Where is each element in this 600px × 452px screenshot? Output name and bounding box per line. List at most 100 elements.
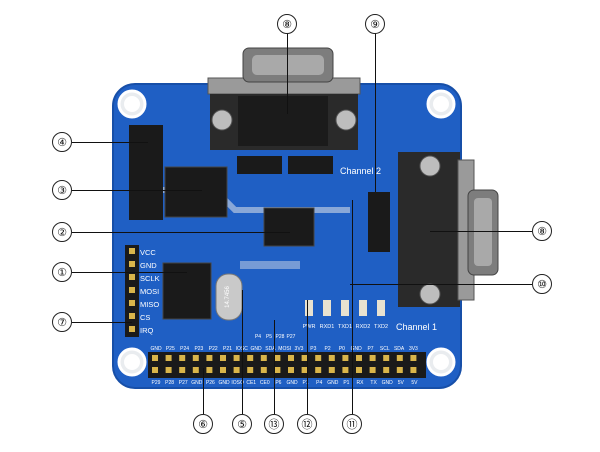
gpio-pin bbox=[369, 367, 376, 373]
pin-label-top: SDA bbox=[265, 346, 276, 352]
gpio-pin bbox=[192, 367, 199, 373]
pin-label-bottom: GND bbox=[382, 380, 394, 386]
gpio-pin bbox=[410, 355, 417, 361]
leader-13 bbox=[274, 320, 275, 414]
gpio-pin bbox=[247, 355, 254, 361]
db9-connector-top bbox=[207, 47, 361, 150]
pin-label-bottom: GND bbox=[286, 380, 298, 386]
callout-4: ④ bbox=[52, 132, 72, 152]
leader-2 bbox=[72, 232, 290, 233]
channel-1-label: Channel 1 bbox=[396, 322, 437, 332]
leader-1 bbox=[72, 272, 187, 273]
gpio-pin bbox=[328, 355, 335, 361]
callout-5: ⑤ bbox=[232, 414, 252, 434]
gpio-pin bbox=[220, 367, 226, 373]
channel-2-label: Channel 2 bbox=[340, 166, 381, 176]
pin-label-top: P3 bbox=[310, 346, 316, 352]
gpio-pin bbox=[328, 367, 335, 373]
header-label-gnd: GND bbox=[140, 261, 157, 270]
db9-connector-right bbox=[398, 152, 499, 307]
gpio-pin bbox=[383, 367, 390, 373]
leader-11 bbox=[352, 200, 353, 414]
pin-label-bottom: GND bbox=[327, 380, 339, 386]
gpio-pin bbox=[342, 355, 349, 361]
gpio-pin bbox=[356, 355, 362, 361]
leader-9 bbox=[375, 32, 376, 192]
callout-7: ⑦ bbox=[52, 312, 72, 332]
pin-label-bottom: 5V bbox=[411, 380, 418, 386]
header-pin bbox=[129, 248, 135, 254]
pin-label-bottom: 5V bbox=[398, 380, 405, 386]
gpio-pin bbox=[206, 367, 213, 373]
pin-label-bottom: P6 bbox=[275, 380, 281, 386]
header-label-irq: IRQ bbox=[140, 326, 154, 335]
led-label-txd2: TXD2 bbox=[374, 324, 388, 330]
pin-label-bottom: RX bbox=[357, 380, 365, 386]
led-label-pwr: PWR bbox=[303, 324, 316, 330]
callout-1: ① bbox=[52, 262, 72, 282]
pin-label-bottom: P4 bbox=[316, 380, 322, 386]
callout-3: ③ bbox=[52, 180, 72, 200]
gpio-pin bbox=[342, 367, 349, 373]
header-pin bbox=[129, 313, 135, 319]
leader-7 bbox=[72, 322, 132, 323]
crystal-label: 14.7456 bbox=[225, 286, 231, 308]
pin-label-top: GND bbox=[251, 346, 263, 352]
pin-label-top: GND bbox=[150, 346, 162, 352]
callout-9: ⑨ bbox=[365, 14, 385, 34]
pin-label-top: P22 bbox=[209, 346, 218, 352]
pin-label-bottom: P27 bbox=[179, 380, 188, 386]
pin-label-top: GND bbox=[351, 346, 363, 352]
gpio-pin bbox=[233, 355, 240, 361]
pin-label-bottom: P29 bbox=[152, 380, 161, 386]
pin-label-top: P24 bbox=[180, 346, 189, 352]
gpio-pin bbox=[288, 355, 294, 361]
gpio-pin bbox=[383, 355, 390, 361]
header-pin bbox=[129, 261, 135, 267]
led bbox=[359, 300, 367, 316]
gpio-pin bbox=[369, 355, 376, 361]
header-pin bbox=[129, 274, 135, 280]
callout-13: ⑬ bbox=[264, 414, 284, 434]
leader-4 bbox=[72, 142, 148, 143]
pin-label-bottom: GND bbox=[218, 380, 230, 386]
gpio-pin bbox=[206, 355, 213, 361]
mounting-holes bbox=[117, 89, 456, 377]
callout-10: ⑩ bbox=[532, 274, 552, 294]
gpio-pin bbox=[260, 355, 267, 361]
pin-label-bottom: CE0 bbox=[260, 380, 270, 386]
header-label-miso: MISO bbox=[140, 300, 159, 309]
ic-u3 bbox=[164, 166, 228, 218]
gpio-pin bbox=[356, 367, 362, 373]
gpio-pin bbox=[315, 355, 322, 361]
leader-12 bbox=[307, 300, 308, 414]
gpio-pin bbox=[301, 367, 308, 373]
gpio-pin bbox=[260, 367, 267, 373]
jumper-label-p4: P4 bbox=[255, 334, 261, 340]
gpio-pin bbox=[288, 367, 294, 373]
gpio-pin bbox=[301, 355, 308, 361]
pin-label-bottom: TX bbox=[370, 380, 377, 386]
pin-label-top: P7 bbox=[367, 346, 373, 352]
led bbox=[341, 300, 349, 316]
leader-8-right bbox=[430, 231, 532, 232]
gpio-pin bbox=[315, 367, 322, 373]
pin-label-top: P21 bbox=[223, 346, 232, 352]
led-label-rxd1: RXD1 bbox=[320, 324, 335, 330]
led bbox=[323, 300, 331, 316]
gpio-pin bbox=[410, 367, 417, 373]
led bbox=[377, 300, 385, 316]
pin-label-top: MOSI bbox=[278, 346, 291, 352]
pin-label-bottom: GND bbox=[191, 380, 203, 386]
callout-11: ⑪ bbox=[342, 414, 362, 434]
module-4 bbox=[129, 125, 163, 220]
pin-label-top: 3V3 bbox=[409, 346, 418, 352]
pin-label-top: P0 bbox=[339, 346, 345, 352]
pin-label-bottom: P28 bbox=[165, 380, 174, 386]
gpio-pin bbox=[274, 367, 281, 373]
jumper-label-p5: P5 bbox=[266, 334, 272, 340]
gpio-pin bbox=[165, 355, 172, 361]
leader-8-top bbox=[287, 32, 288, 114]
gpio-pin bbox=[247, 367, 254, 373]
